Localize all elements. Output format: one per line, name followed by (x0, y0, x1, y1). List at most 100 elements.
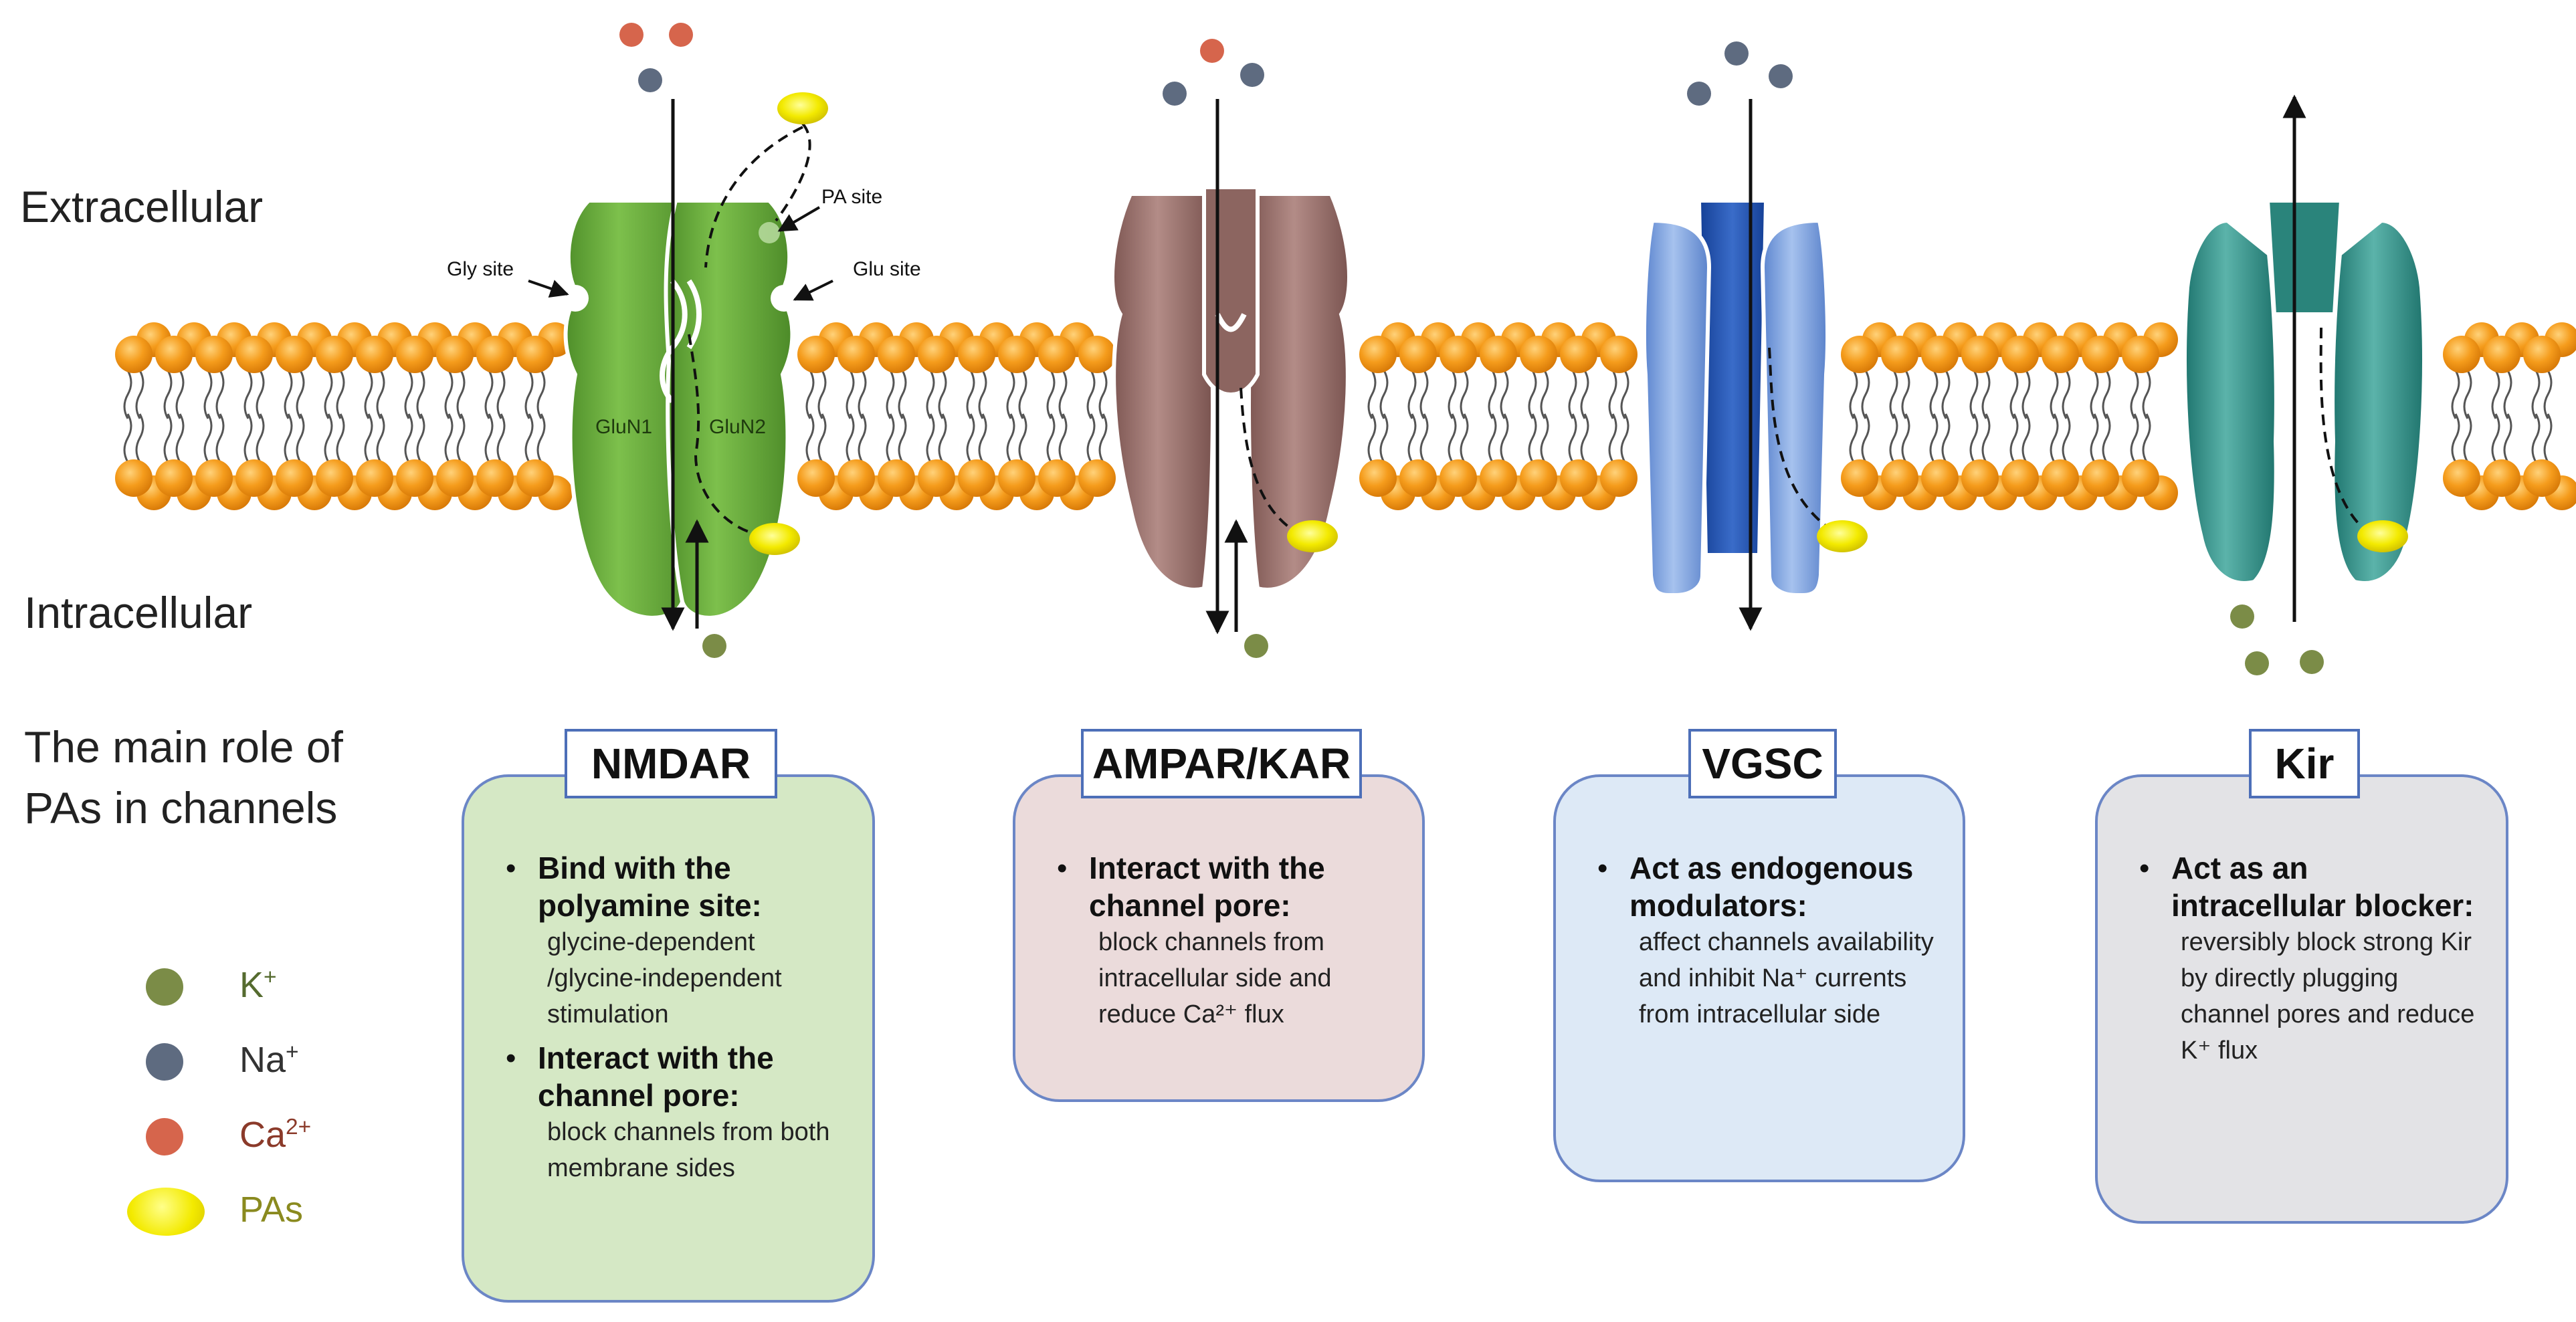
pa-molecule-icon (127, 1188, 205, 1236)
lipid-head-inner (878, 459, 915, 497)
nmdar-bullet-1: Bind with the polyamine site: glycine-de… (506, 849, 854, 1032)
lipid-head-inner (1078, 459, 1116, 497)
lipid-head-outer (998, 336, 1035, 373)
lipid-head-inner (2042, 459, 2079, 497)
lipid-head-inner (1359, 459, 1397, 497)
vgsc-bullet-1-detail: affect channels availability and inhibit… (1639, 928, 1934, 1028)
legend-label-k: K+ (239, 965, 277, 1005)
lipid-head-outer (1440, 336, 1477, 373)
lipid-head-inner (476, 459, 514, 497)
lipid-head-inner (516, 459, 554, 497)
lipid-head-outer (1399, 336, 1437, 373)
lipid-head-outer (235, 336, 273, 373)
lipid-head-inner (998, 459, 1035, 497)
nmdar-bullet-2-detail: block channels from both membrane sides (547, 1118, 830, 1182)
lipid-head-outer (2082, 336, 2119, 373)
lipid-head-outer (1961, 336, 1999, 373)
lipid-head-inner (235, 459, 273, 497)
lipid-head-inner (958, 459, 995, 497)
site-pointer-arrows (528, 206, 833, 301)
nmdar-channel: GluN1 GluN2 (562, 199, 797, 620)
lipid-head-outer (2122, 336, 2159, 373)
lipid-head-inner (1841, 459, 1878, 497)
lipid-head-outer (878, 336, 915, 373)
k-ion (2300, 650, 2324, 674)
lipid-head-inner (396, 459, 433, 497)
ampar-kar-title: AMPAR/KAR (1081, 729, 1362, 798)
nmdar-title: NMDAR (565, 729, 777, 798)
nmdar-bullet-2-heading: Interact with the channel pore: (538, 1040, 774, 1113)
glun1-label: GluN1 (595, 416, 652, 438)
lipid-head-outer (396, 336, 433, 373)
na-ion (1687, 82, 1711, 106)
lipid-head-outer (1921, 336, 1959, 373)
lipid-head-inner (1881, 459, 1918, 497)
pa-molecule (1287, 520, 1338, 552)
glu-site-label: Glu site (853, 258, 921, 280)
lipid-head-inner (1399, 459, 1437, 497)
lipid-head-outer (1520, 336, 1557, 373)
k-ion (702, 634, 726, 658)
lipid-head-outer (1881, 336, 1918, 373)
ampar-kar-bullet-1-heading: Interact with the channel pore: (1089, 851, 1325, 923)
vgsc-channel (1642, 199, 1829, 597)
pa-molecule (749, 523, 800, 555)
lipid-head-outer (1078, 336, 1116, 373)
lipid-head-inner (155, 459, 193, 497)
lipid-head-inner (195, 459, 233, 497)
lipid-head-inner (1600, 459, 1638, 497)
lipid-head-outer (2443, 336, 2480, 373)
lipid-bilayer (115, 322, 2576, 510)
k-ion-icon (146, 968, 183, 1006)
nmdar-content: Bind with the polyamine site: glycine-de… (506, 849, 854, 1186)
kir-bullet-1-heading: Act as an intracellular blocker: (2171, 851, 2474, 923)
lipid-head-inner (2523, 459, 2561, 497)
lipid-head-inner (316, 459, 353, 497)
lipid-head-outer (2483, 336, 2520, 373)
ampar-kar-content: Interact with the channel pore: block ch… (1057, 849, 1403, 1032)
lipid-head-outer (1359, 336, 1397, 373)
lipid-head-inner (2483, 459, 2520, 497)
lipid-head-inner (837, 459, 875, 497)
lipid-head-outer (1841, 336, 1878, 373)
na-ion-icon (146, 1043, 183, 1081)
lipid-head-outer (516, 336, 554, 373)
glun2-label: GluN2 (709, 416, 766, 438)
lipid-head-outer (2001, 336, 2039, 373)
legend-label-pas: PAs (239, 1190, 304, 1230)
extracellular-label: Extracellular (20, 182, 264, 231)
lipid-head-outer (155, 336, 193, 373)
lipid-head-inner (115, 459, 153, 497)
lipid-head-inner (1520, 459, 1557, 497)
lipid-head-outer (115, 336, 153, 373)
lipid-head-outer (2523, 336, 2561, 373)
pa-molecule (1817, 520, 1868, 552)
na-ion (638, 68, 662, 92)
lipid-head-inner (2082, 459, 2119, 497)
lipid-head-inner (918, 459, 955, 497)
ions (619, 23, 2324, 675)
lipid-head-outer (1038, 336, 1076, 373)
lipid-head-outer (356, 336, 393, 373)
kir-content: Act as an intracellular blocker: reversi… (2139, 849, 2487, 1069)
lipid-head-inner (2443, 459, 2480, 497)
ion-flux-arrows (661, 94, 2306, 635)
ca-ion (669, 23, 693, 47)
k-ion (2230, 604, 2254, 629)
lipid-head-outer (195, 336, 233, 373)
kir-channel (2183, 199, 2426, 585)
na-ion (1769, 64, 1793, 88)
vgsc-bullet-1: Act as endogenous modulators: affect cha… (1597, 849, 1944, 1032)
legend-label-na: Na+ (239, 1040, 299, 1080)
lipid-head-outer (2042, 336, 2079, 373)
lipid-head-outer (837, 336, 875, 373)
nmdar-bullet-1-detail: glycine-dependent /glycine-independent s… (547, 928, 782, 1028)
ca-ion (1200, 39, 1224, 63)
lipid-head-outer (958, 336, 995, 373)
ca-ion-icon (146, 1118, 183, 1155)
ca-ion (619, 23, 643, 47)
lipid-head-inner (1961, 459, 1999, 497)
polyamines (749, 92, 2408, 555)
pa-site-label: PA site (821, 186, 882, 208)
